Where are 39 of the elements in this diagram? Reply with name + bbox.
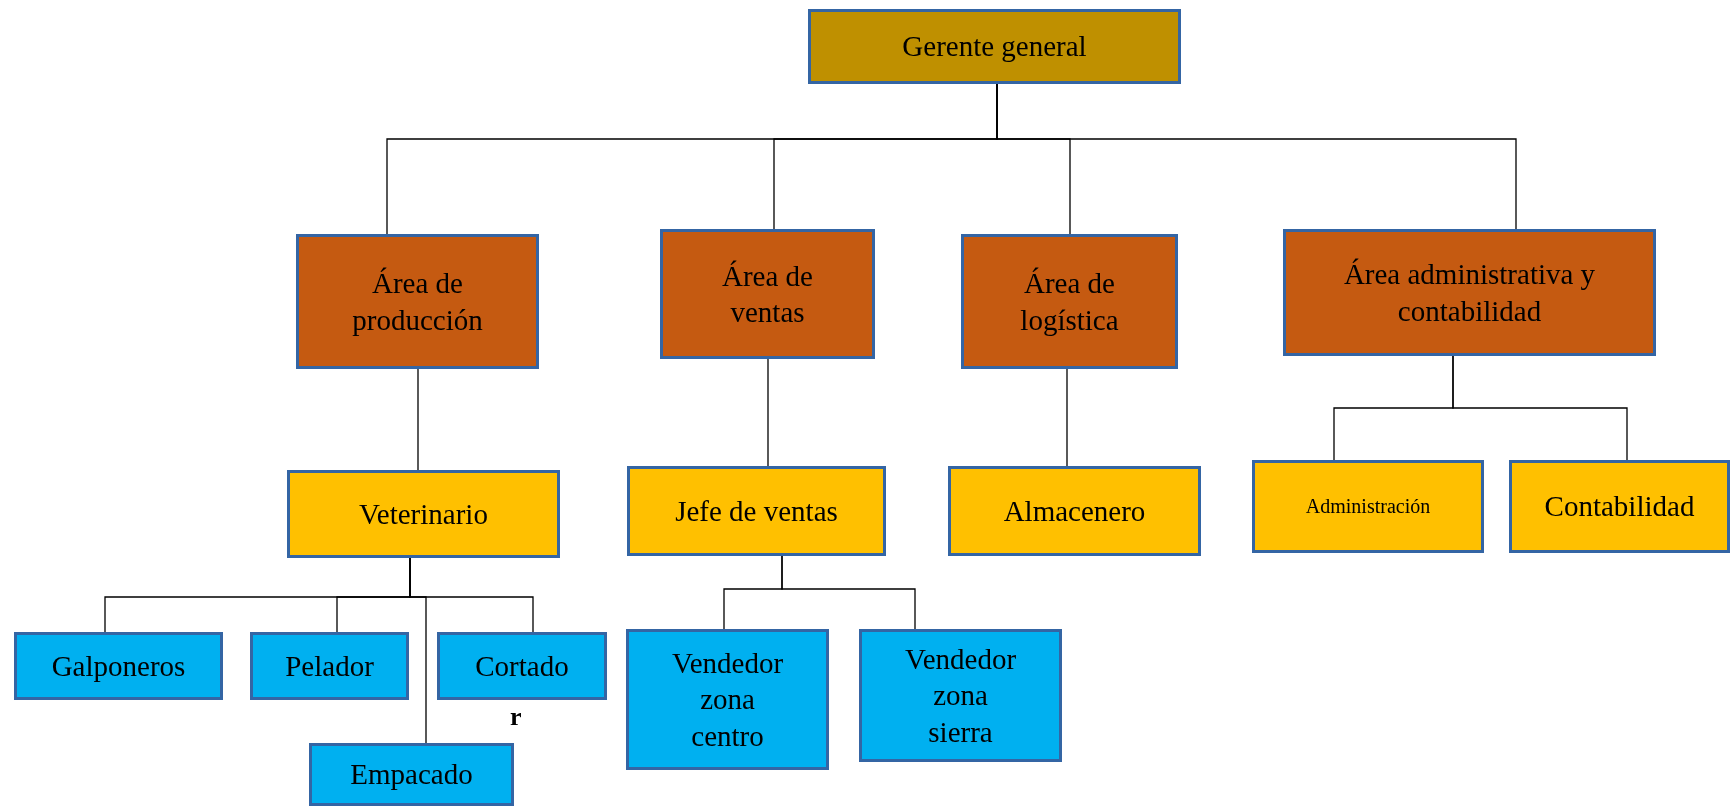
org-box [660, 229, 875, 359]
box-title: Área administrativa y contabilidad [1342, 257, 1597, 329]
org-box [961, 234, 1178, 369]
connector-line [1066, 368, 1068, 467]
box-note: r [510, 701, 522, 733]
org-box [250, 632, 409, 700]
org-box [287, 470, 560, 558]
box-title: Empacado [350, 757, 473, 793]
box-title: Área de logística [1019, 266, 1120, 338]
connector-line [417, 368, 419, 471]
org-box [626, 629, 829, 770]
box-title: Gerente general [902, 29, 1087, 65]
box-title: Veterinario [359, 496, 488, 532]
box-title: Cortado [475, 648, 569, 684]
org-box [1509, 460, 1730, 553]
connector-line [781, 555, 916, 630]
box-title: Jefe de ventas [675, 493, 838, 529]
box-title: Vendedor zona centro [670, 646, 785, 754]
org-box [808, 9, 1181, 84]
box-title: Contabilidad [1544, 489, 1695, 525]
connector-line [409, 557, 427, 744]
box-title: Área de producción [351, 266, 484, 338]
box-title: Administración [1305, 494, 1431, 519]
box-title: Vendedor zona sierra [903, 642, 1018, 750]
org-box [627, 466, 886, 556]
org-box [309, 743, 514, 806]
box-title: Área de ventas [721, 258, 814, 330]
org-box [296, 234, 539, 369]
org-box [859, 629, 1062, 762]
org-box [1283, 229, 1656, 356]
org-box [14, 632, 223, 700]
org-box [1252, 460, 1484, 553]
box-title: Pelador [285, 648, 374, 684]
connector-line [996, 83, 1517, 230]
connector-line [1452, 355, 1628, 461]
org-box [948, 466, 1201, 556]
connector-line [767, 358, 769, 467]
box-title: Almacenero [1003, 493, 1146, 529]
box-title: Galponeros [51, 648, 186, 684]
